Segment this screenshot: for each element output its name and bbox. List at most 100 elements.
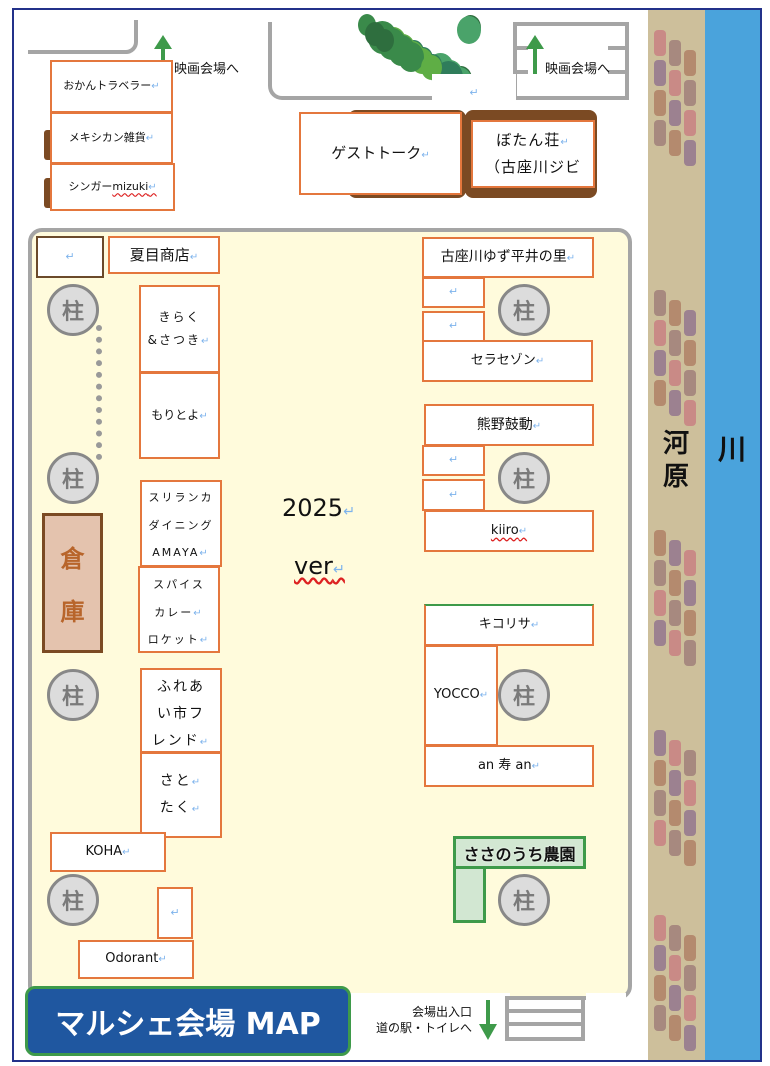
brick bbox=[654, 350, 666, 376]
exit-label: 会場出入口道の駅・トイレへ bbox=[375, 1005, 472, 1036]
brick bbox=[684, 310, 696, 336]
brick bbox=[684, 750, 696, 776]
brick bbox=[654, 590, 666, 616]
brick bbox=[669, 130, 681, 156]
brick bbox=[654, 975, 666, 1001]
to-movie-right: 映画会場へ bbox=[545, 62, 611, 77]
table bbox=[44, 178, 54, 208]
booth-satotaku[interactable]: さとたく bbox=[140, 752, 222, 838]
river bbox=[705, 10, 760, 1060]
brick bbox=[654, 560, 666, 586]
booth-kumano-kodo[interactable]: 熊野鼓動 bbox=[424, 404, 594, 446]
booth-label: シンガーmizuki bbox=[68, 177, 156, 198]
riverbank-label: 河原 bbox=[662, 429, 689, 492]
brick bbox=[684, 965, 696, 991]
brick bbox=[684, 50, 696, 76]
empty-booth[interactable] bbox=[422, 445, 485, 476]
booth-kiiro[interactable]: kiiro bbox=[424, 510, 594, 552]
booth-botanso[interactable]: ぼたん荘（古座川ジビ bbox=[471, 120, 595, 188]
brick bbox=[684, 810, 696, 836]
pillar: 柱 bbox=[498, 874, 550, 926]
empty-booth[interactable] bbox=[157, 887, 193, 939]
booth-kiraku[interactable]: きらく&さつき bbox=[139, 285, 220, 373]
tree bbox=[398, 42, 424, 72]
brick bbox=[654, 30, 666, 56]
brick bbox=[654, 90, 666, 116]
brick bbox=[669, 40, 681, 66]
tree bbox=[457, 16, 481, 44]
brick bbox=[654, 380, 666, 406]
booth-natsume[interactable]: 夏目商店 bbox=[108, 236, 220, 274]
brick bbox=[684, 140, 696, 166]
arrow-shaft bbox=[533, 48, 537, 74]
brick bbox=[684, 840, 696, 866]
booth-fureai-friend[interactable]: ふれあい市フレンド bbox=[140, 668, 222, 753]
booth-label: KOHA bbox=[85, 840, 130, 865]
brick bbox=[669, 540, 681, 566]
tree bbox=[375, 29, 394, 52]
empty-booth[interactable] bbox=[422, 479, 485, 511]
brick bbox=[669, 630, 681, 656]
booth-mexican[interactable]: メキシカン雑貨 bbox=[50, 112, 173, 164]
booth-serasaison[interactable]: セラセゾン bbox=[422, 340, 593, 382]
version-year: 2025 bbox=[282, 494, 355, 522]
booth-singer-mizuki[interactable]: シンガーmizuki bbox=[50, 163, 175, 211]
booth-okan-traveler[interactable]: おかんトラベラー bbox=[50, 60, 173, 113]
brick bbox=[654, 945, 666, 971]
booth-kozagawa-yuzu[interactable]: 古座川ゆず平井の里 bbox=[422, 237, 594, 278]
brick bbox=[669, 330, 681, 356]
brick bbox=[669, 985, 681, 1011]
brick bbox=[684, 1025, 696, 1051]
empty-booth[interactable] bbox=[36, 236, 104, 278]
booth-label: 熊野鼓動 bbox=[477, 412, 541, 439]
brick bbox=[684, 370, 696, 396]
brick bbox=[669, 1015, 681, 1041]
booth-spice-curry-rocket[interactable]: スパイスカレーロケット bbox=[138, 566, 220, 653]
brick bbox=[654, 1005, 666, 1031]
version-label: ver bbox=[294, 552, 345, 580]
booth-label: もりとよ bbox=[151, 404, 207, 427]
arrow-down-icon bbox=[479, 1024, 497, 1040]
brick bbox=[684, 340, 696, 366]
booth-an-kotobuki-an[interactable]: an 寿 an bbox=[424, 745, 594, 787]
pillar: 柱 bbox=[498, 452, 550, 504]
brick bbox=[654, 320, 666, 346]
brick bbox=[654, 120, 666, 146]
arrow-shaft bbox=[161, 48, 165, 62]
empty-booth[interactable] bbox=[422, 311, 485, 342]
to-movie-left: 映画会場へ bbox=[174, 62, 240, 77]
booth-label: ゲストトーク bbox=[331, 139, 429, 168]
booth-guest-talk[interactable]: ゲストトーク bbox=[299, 112, 462, 195]
booth-koha[interactable]: KOHA bbox=[50, 832, 166, 872]
booth-sasanouchi-farm[interactable]: ささのうち農園 bbox=[453, 836, 586, 869]
booth-moritoyo[interactable]: もりとよ bbox=[139, 372, 220, 459]
brick bbox=[669, 360, 681, 386]
brick bbox=[684, 580, 696, 606]
brick bbox=[669, 570, 681, 596]
booth-kikorisa[interactable]: キコリサ bbox=[424, 604, 594, 646]
empty-booth[interactable] bbox=[422, 277, 485, 308]
brick bbox=[684, 400, 696, 426]
booth-label: an 寿 an bbox=[478, 754, 540, 779]
booth-odorant[interactable]: Odorant bbox=[78, 940, 194, 979]
road-top-middle bbox=[268, 22, 438, 100]
road-top-left bbox=[28, 20, 138, 54]
arrow-shaft bbox=[486, 1000, 490, 1026]
booth-yocco[interactable]: YOCCO bbox=[424, 645, 498, 746]
empty-booth bbox=[432, 74, 516, 112]
brick bbox=[669, 955, 681, 981]
booth-label: （古座川ジビ bbox=[484, 158, 581, 176]
brick bbox=[669, 830, 681, 856]
brick bbox=[669, 925, 681, 951]
brick bbox=[654, 620, 666, 646]
brick bbox=[654, 730, 666, 756]
booth-label: &さつき bbox=[148, 329, 212, 352]
pillar: 柱 bbox=[47, 452, 99, 504]
brick bbox=[669, 300, 681, 326]
brick bbox=[684, 640, 696, 666]
brick bbox=[684, 610, 696, 636]
river-label: 川 bbox=[717, 433, 746, 466]
pillar: 柱 bbox=[47, 669, 99, 721]
booth-label: おかんトラベラー bbox=[63, 76, 159, 97]
